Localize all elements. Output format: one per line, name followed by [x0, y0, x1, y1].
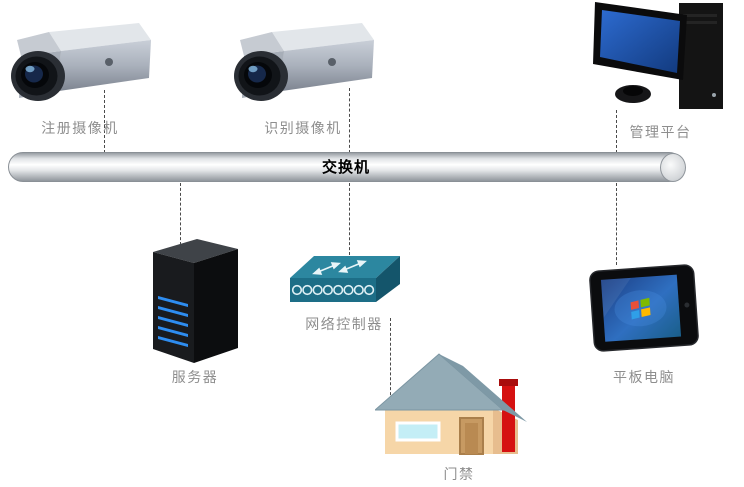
network-switch-icon: [288, 250, 400, 312]
network-controller-node: 网络控制器: [288, 250, 400, 334]
connector-register-camera-to-switch: [104, 90, 105, 153]
connector-recognition-camera-to-switch: [349, 88, 350, 153]
connector-switch-to-tablet: [616, 183, 617, 265]
box-camera-icon: [5, 18, 155, 113]
recognition-camera-label: 识别摄像机: [264, 121, 342, 137]
connector-switch-to-server: [180, 183, 181, 245]
tablet-icon: [588, 260, 700, 356]
register-camera-label: 注册摄像机: [41, 121, 119, 137]
access-control-label: 门禁: [443, 467, 475, 483]
desktop-computer-icon: [593, 0, 728, 115]
house-icon: [375, 342, 543, 464]
switch-bus-end-cap: [660, 153, 686, 182]
register-camera-node: 注册摄像机: [5, 18, 155, 138]
switch-bus: 交换机: [8, 152, 686, 182]
box-camera-icon: [228, 18, 378, 113]
server-node: 服务器: [145, 236, 245, 387]
server-tower-icon: [145, 236, 245, 366]
tablet-node: 平板电脑: [588, 260, 700, 387]
connector-platform-to-switch: [616, 110, 617, 153]
connector-switch-to-controller: [349, 183, 350, 255]
recognition-camera-node: 识别摄像机: [228, 18, 378, 138]
management-platform-node: 管理平台: [593, 0, 728, 142]
management-platform-label: 管理平台: [629, 125, 692, 141]
server-label: 服务器: [171, 370, 219, 386]
access-control-node: 门禁: [375, 342, 543, 484]
tablet-label: 平板电脑: [613, 370, 675, 386]
connector-controller-to-access: [390, 318, 391, 400]
switch-label: 交换机: [321, 158, 370, 176]
network-controller-label: 网络控制器: [305, 317, 383, 333]
